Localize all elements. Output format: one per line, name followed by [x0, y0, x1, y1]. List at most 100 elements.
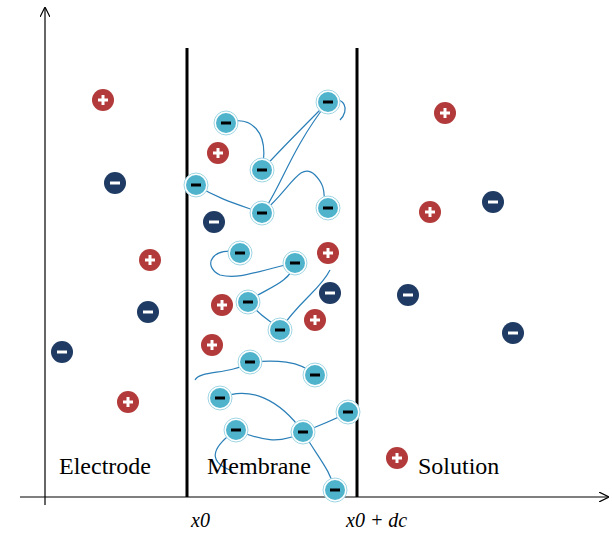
ion-sign — [245, 361, 255, 364]
ion-ring — [303, 363, 327, 387]
ion-body — [230, 243, 250, 263]
cation-ion — [317, 242, 339, 264]
fixed-ion — [236, 290, 260, 314]
ion-sign — [143, 311, 153, 314]
ion-body — [211, 294, 233, 316]
ion-sign — [330, 489, 340, 492]
ion-sign — [508, 332, 518, 335]
cation-ion — [92, 89, 114, 111]
ion-sign — [217, 148, 220, 158]
ion-sign — [323, 207, 333, 210]
ion-sign — [327, 248, 330, 258]
fixed-ion — [228, 241, 252, 265]
ion-sign — [221, 122, 231, 125]
anion-ion — [397, 284, 419, 306]
ion-body — [203, 211, 225, 233]
ion-ring — [238, 350, 262, 374]
membrane-boundary — [356, 48, 359, 497]
cation-ion — [139, 249, 161, 271]
ion-body — [434, 102, 456, 124]
fixed-ion — [283, 251, 307, 275]
ion-body — [325, 480, 345, 500]
anion-ion — [203, 211, 225, 233]
fixed-ion — [336, 400, 360, 424]
fixed-ion — [316, 90, 340, 114]
ion-sign — [403, 294, 413, 297]
ion-sign — [231, 429, 241, 432]
fixed-ion — [184, 173, 208, 197]
anion-ion — [482, 191, 504, 213]
ion-ring — [214, 111, 238, 135]
ion-body — [319, 282, 341, 304]
ion-body — [304, 309, 326, 331]
ion-sign — [191, 184, 201, 187]
ion-ring — [228, 241, 252, 265]
ion-sign — [310, 374, 320, 377]
ion-body — [238, 292, 258, 312]
ion-body — [51, 341, 73, 363]
anion-ion — [104, 172, 126, 194]
anion-ion — [137, 301, 159, 323]
ion-sign — [325, 292, 335, 295]
ion-ring — [283, 251, 307, 275]
ion-sign — [396, 453, 399, 463]
ion-ring — [336, 400, 360, 424]
ion-body — [305, 365, 325, 385]
ion-body — [318, 92, 338, 112]
anion-ion — [319, 282, 341, 304]
ion-sign — [444, 108, 447, 118]
ion-body — [397, 284, 419, 306]
fixed-ion — [316, 196, 340, 220]
ion-ring — [184, 173, 208, 197]
ion-sign — [257, 212, 267, 215]
cation-ion — [419, 201, 441, 223]
axis-label: x0 — [191, 510, 210, 530]
ion-sign — [257, 169, 267, 172]
ion-sign — [323, 101, 333, 104]
ion-body — [318, 198, 338, 218]
cation-ion — [211, 294, 233, 316]
fixed-ion — [224, 418, 248, 442]
ion-body — [285, 253, 305, 273]
fixed-ion — [268, 318, 292, 342]
fixed-ion — [250, 158, 274, 182]
ion-body — [117, 391, 139, 413]
ion-ring — [323, 478, 347, 502]
ion-body — [502, 322, 524, 344]
ion-sign — [221, 300, 224, 310]
fixed-ion — [291, 420, 315, 444]
ion-body — [252, 203, 272, 223]
region-label: Electrode — [59, 454, 151, 478]
ion-ring — [250, 201, 274, 225]
ion-body — [201, 334, 223, 356]
ion-body — [207, 142, 229, 164]
ion-body — [317, 242, 339, 264]
ion-sign — [429, 207, 432, 217]
ion-body — [210, 388, 230, 408]
ion-body — [186, 175, 206, 195]
anion-ion — [51, 341, 73, 363]
fixed-ion — [323, 478, 347, 502]
ion-ring — [208, 386, 232, 410]
ion-sign — [235, 252, 245, 255]
fixed-ion — [303, 363, 327, 387]
fixed-ion — [208, 386, 232, 410]
ion-sign — [275, 329, 285, 332]
ion-body — [92, 89, 114, 111]
ion-body — [216, 113, 236, 133]
ion-ring — [250, 158, 274, 182]
ions — [51, 89, 524, 502]
membrane-boundary — [186, 48, 189, 497]
anion-ion — [502, 322, 524, 344]
ion-sign — [343, 411, 353, 414]
ion-sign — [488, 201, 498, 204]
ion-ring — [224, 418, 248, 442]
ion-body — [137, 301, 159, 323]
ion-body — [240, 352, 260, 372]
cation-ion — [207, 142, 229, 164]
axis-label: x0 + dc — [346, 510, 407, 530]
ion-ring — [291, 420, 315, 444]
ion-ring — [236, 290, 260, 314]
ion-body — [226, 420, 246, 440]
ion-body — [419, 201, 441, 223]
